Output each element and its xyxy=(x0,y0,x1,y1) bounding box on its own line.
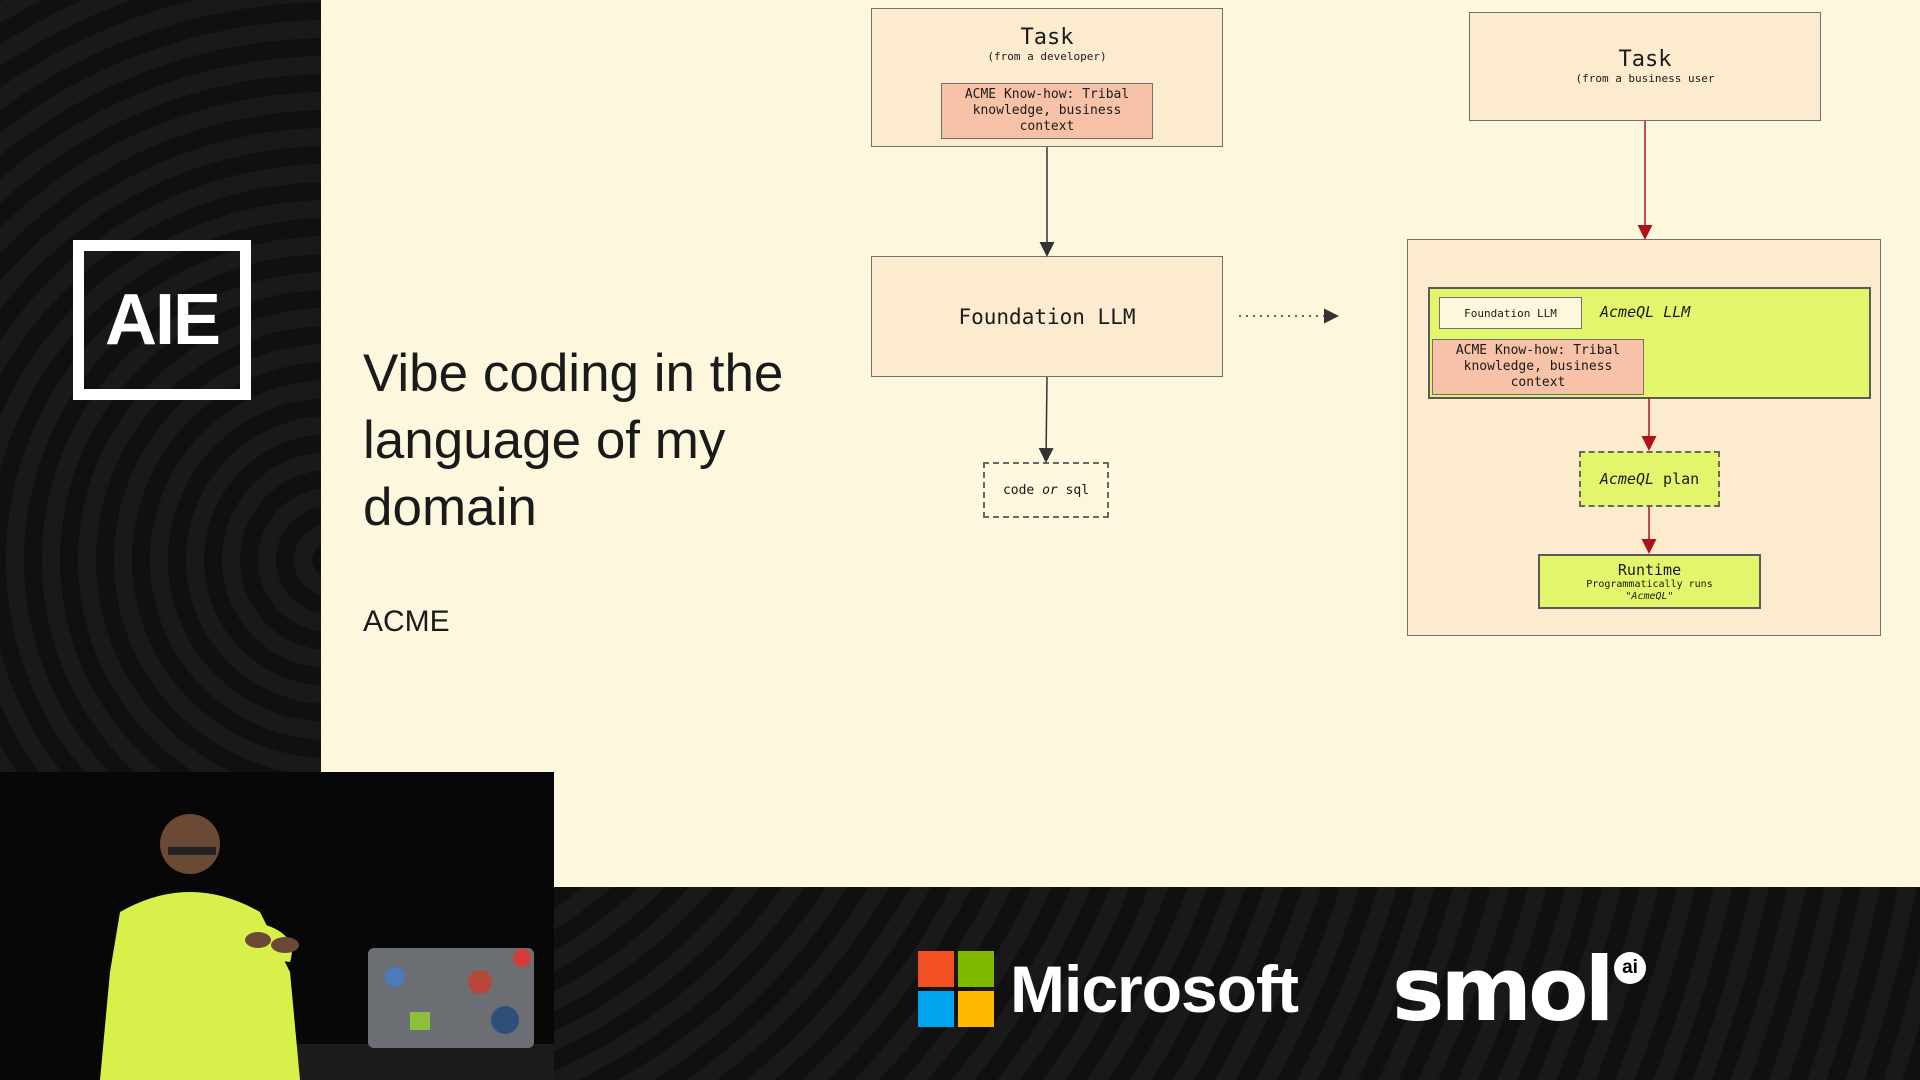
microsoft-wordmark: Microsoft xyxy=(1010,952,1299,1026)
runtime-title: Runtime xyxy=(1617,561,1682,579)
arrow-foundation-to-output xyxy=(1038,376,1054,463)
left-task-source: (from a developer) xyxy=(987,50,1107,63)
right-knowhow-box: ACME Know-how: Tribal knowledge, busines… xyxy=(1432,339,1644,395)
slide-title: Vibe coding in the language of my domain xyxy=(363,344,784,537)
foundation-small-box: Foundation LLM xyxy=(1439,297,1582,329)
acmeql-llm-label: AcmeQL LLM xyxy=(1600,303,1691,321)
left-task-title: Task xyxy=(1020,25,1074,50)
plan-acmeql-label: AcmeQL xyxy=(1599,470,1655,488)
runtime-quote: "AcmeQL" xyxy=(1625,591,1674,602)
acmeql-plan-box: AcmeQL plan xyxy=(1579,451,1720,507)
left-foundation-label: Foundation LLM xyxy=(958,304,1136,329)
presentation-slide: Vibe coding in the language of my domain… xyxy=(321,0,1920,887)
right-task-box: Task (from a business user xyxy=(1469,12,1821,121)
flow-arrows xyxy=(1038,121,1657,554)
microsoft-logo: Microsoft xyxy=(918,950,1299,1028)
foundation-small-label: Foundation LLM xyxy=(1464,306,1557,320)
slide-subtitle: ACME xyxy=(363,605,450,638)
speaker-head xyxy=(160,814,220,874)
output-sql-label: sql xyxy=(1057,482,1090,498)
right-task-title: Task xyxy=(1618,47,1672,72)
speaker-video xyxy=(0,772,554,1080)
smol-wordmark: smol xyxy=(1392,938,1615,1041)
output-or-label: or xyxy=(1042,482,1058,498)
runtime-box: Runtime Programmatically runs "AcmeQL" xyxy=(1538,554,1761,609)
left-task-box: Task (from a developer) ACME Know-how: T… xyxy=(871,8,1223,147)
left-knowhow-box: ACME Know-how: Tribal knowledge, busines… xyxy=(941,83,1153,139)
microsoft-grid-icon xyxy=(918,951,994,1027)
output-code-label: code xyxy=(1002,482,1043,498)
runtime-desc: Programmatically runs xyxy=(1586,579,1713,590)
left-output-box: code or sql xyxy=(983,462,1109,518)
acmeql-llm-box: Foundation LLM AcmeQL LLM ACME Know-how:… xyxy=(1428,287,1871,399)
left-foundation-box: Foundation LLM xyxy=(871,256,1223,377)
plan-label: plan xyxy=(1654,470,1700,488)
aie-logo: AIE xyxy=(73,240,251,400)
right-task-source: (from a business user xyxy=(1575,72,1715,85)
speaker-figure xyxy=(0,772,554,1080)
smol-ai-badge: ai xyxy=(1614,952,1646,984)
